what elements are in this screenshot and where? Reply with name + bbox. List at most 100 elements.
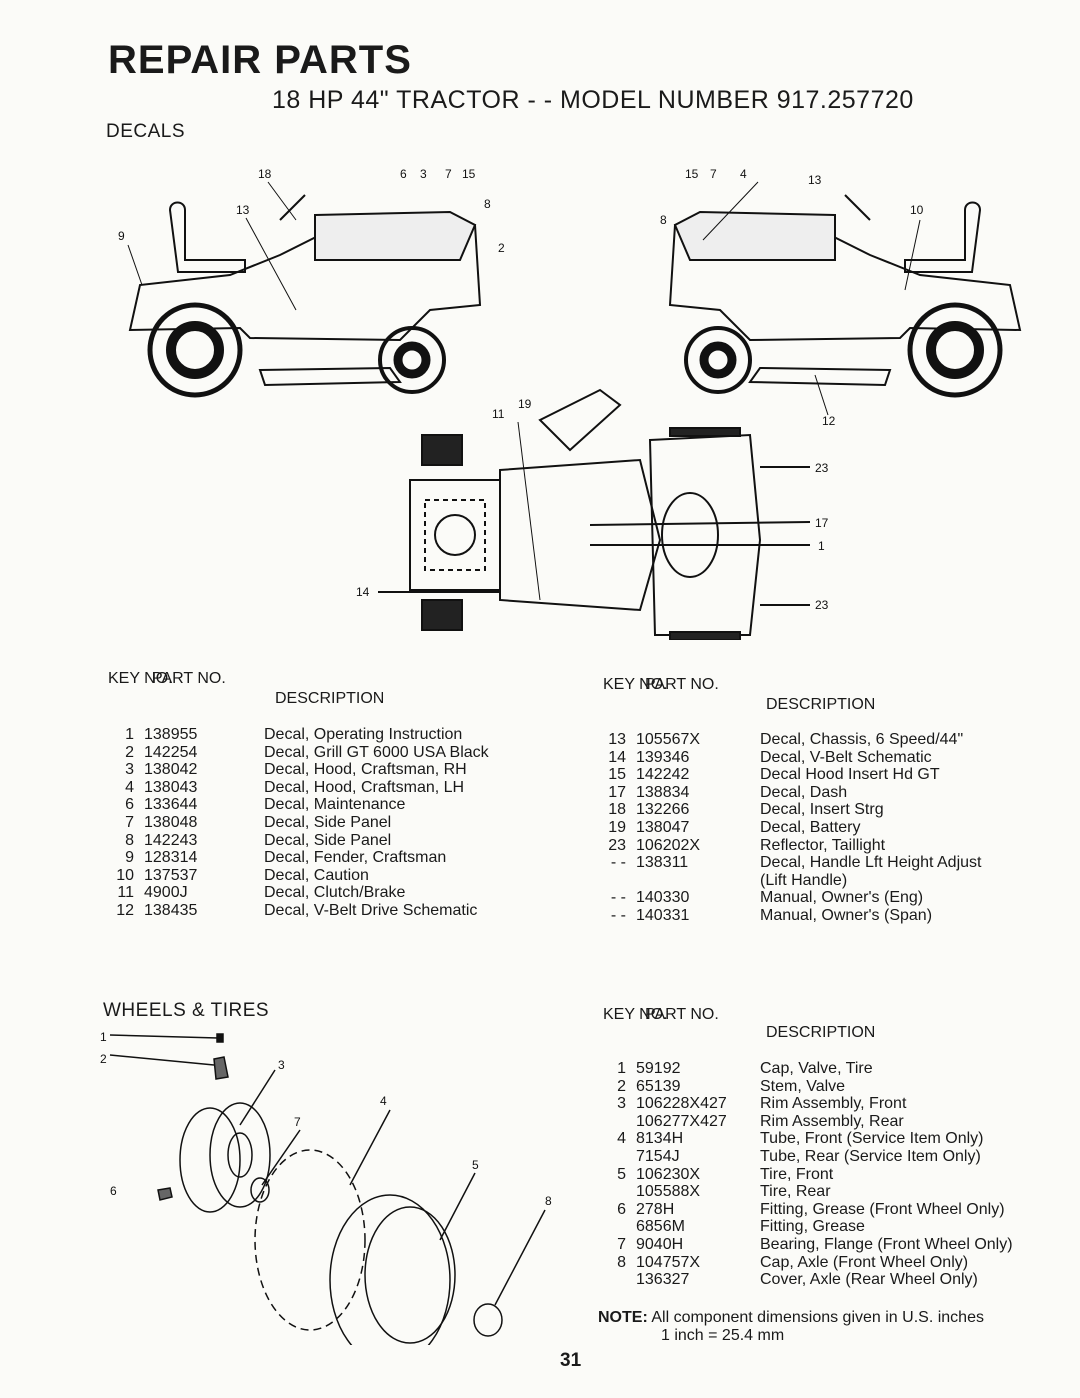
description-cell: Tire, Rear bbox=[760, 1183, 831, 1201]
description-cell: Decal Hood Insert Hd GT bbox=[760, 766, 940, 784]
callout-label: 1 bbox=[818, 539, 825, 553]
key-cell: 1 bbox=[125, 726, 134, 743]
key-cell: - - bbox=[610, 889, 626, 907]
key-cell bbox=[600, 1183, 636, 1201]
wheels-description-header: DESCRIPTION bbox=[766, 1024, 876, 1041]
callout-label: 8 bbox=[545, 1194, 552, 1208]
key-cell bbox=[600, 872, 636, 890]
wheels-section-title: WHEELS & TIRES bbox=[103, 1000, 270, 1021]
part-cell: 4900J bbox=[144, 884, 188, 902]
description-cell: Rim Assembly, Rear bbox=[760, 1112, 904, 1130]
description-cell: Decal, Dash bbox=[760, 783, 848, 801]
key-cell: 2 bbox=[125, 743, 134, 761]
part-cell: 138047 bbox=[636, 818, 690, 836]
key-cell: - - bbox=[610, 854, 626, 872]
description-cell: Decal, Hood, Craftsman, LH bbox=[264, 778, 465, 796]
table-row: 2 142254 Decal, Grill GT 6000 USA Black bbox=[108, 744, 489, 762]
callout-label: 12 bbox=[822, 414, 836, 428]
key-cell: 13 bbox=[608, 731, 626, 748]
key-cell: - - bbox=[610, 906, 626, 924]
part-cell: 142254 bbox=[144, 743, 198, 761]
part-cell: 7154J bbox=[636, 1147, 680, 1165]
description-cell: Decal, Clutch/Brake bbox=[264, 884, 406, 902]
part-cell: 138048 bbox=[144, 813, 198, 831]
callout-label: 14 bbox=[356, 585, 370, 599]
decals-diagram: 18 6 3 7 15 13 9 8 2 15 7 4 13 8 10 11 1… bbox=[118, 167, 1022, 640]
description-cell: Cover, Axle (Rear Wheel Only) bbox=[760, 1271, 978, 1289]
description-cell: Decal, Handle Lft Height Adjust bbox=[760, 854, 982, 872]
right-description-header: DESCRIPTION bbox=[766, 696, 876, 713]
callout-label: 15 bbox=[685, 167, 699, 181]
part-cell: 142242 bbox=[636, 766, 690, 784]
part-cell: 138955 bbox=[144, 726, 198, 743]
callout-label: 13 bbox=[808, 173, 822, 187]
right-part-header: PART NO. bbox=[645, 676, 719, 693]
part-cell: 105588X bbox=[636, 1183, 701, 1201]
part-cell: 106228X427 bbox=[636, 1095, 727, 1113]
callout-label: 4 bbox=[740, 167, 747, 181]
part-cell: 138435 bbox=[144, 901, 198, 919]
key-cell: 23 bbox=[608, 836, 626, 854]
callout-label: 4 bbox=[380, 1094, 387, 1108]
key-cell: 12 bbox=[116, 901, 134, 919]
key-cell: 17 bbox=[608, 783, 626, 801]
key-cell: 1 bbox=[617, 1060, 626, 1077]
table-row: 6856M Fitting, Grease bbox=[600, 1218, 1013, 1236]
description-cell: Decal, Grill GT 6000 USA Black bbox=[264, 743, 489, 761]
description-cell: Stem, Valve bbox=[760, 1077, 846, 1095]
callout-label: 7 bbox=[710, 167, 717, 181]
note-label: NOTE: bbox=[598, 1309, 648, 1326]
description-cell: Fitting, Grease (Front Wheel Only) bbox=[760, 1200, 1005, 1218]
description-cell: Decal, Insert Strg bbox=[760, 801, 884, 819]
part-cell: 104757X bbox=[636, 1253, 701, 1271]
front-rim bbox=[179, 1107, 241, 1213]
wheels-callouts: 1 2 3 4 7 5 6 8 bbox=[100, 1030, 552, 1208]
part-cell: 142243 bbox=[144, 831, 198, 849]
part-cell: 105567X bbox=[636, 731, 701, 748]
key-cell bbox=[600, 1271, 636, 1289]
part-cell: 6856M bbox=[636, 1218, 685, 1236]
decals-section-title: DECALS bbox=[106, 121, 186, 142]
description-cell: Fitting, Grease bbox=[760, 1218, 865, 1236]
left-description-header: DESCRIPTION bbox=[275, 690, 385, 707]
description-cell: Decal, Hood, Craftsman, RH bbox=[264, 761, 467, 779]
description-cell: Decal, Maintenance bbox=[264, 796, 406, 814]
callout-label: 11 bbox=[492, 407, 505, 421]
key-cell: 19 bbox=[608, 818, 626, 836]
part-cell: 128314 bbox=[144, 849, 198, 867]
tractor-right-side-view bbox=[668, 194, 1022, 398]
wheels-part-header: PART NO. bbox=[645, 1006, 719, 1023]
description-cell: Decal, V-Belt Schematic bbox=[760, 748, 932, 766]
part-cell: 138043 bbox=[144, 778, 198, 796]
key-cell: 15 bbox=[608, 766, 626, 784]
key-cell: 6 bbox=[125, 796, 134, 814]
callout-label: 1 bbox=[100, 1030, 107, 1044]
callout-label: 9 bbox=[118, 229, 125, 243]
callout-label: 10 bbox=[910, 203, 924, 217]
key-cell bbox=[600, 1148, 636, 1166]
description-cell: Rim Assembly, Front bbox=[760, 1095, 907, 1113]
page-subtitle: 18 HP 44" TRACTOR - - MODEL NUMBER 917.2… bbox=[272, 86, 914, 114]
description-cell: Decal, Caution bbox=[264, 866, 369, 884]
left-table-header: KEY NO. bbox=[108, 670, 173, 687]
key-cell: 4 bbox=[617, 1130, 626, 1148]
key-cell: 9 bbox=[125, 849, 134, 867]
note: NOTE: All component dimensions given in … bbox=[598, 1309, 984, 1327]
table-row: 105588X Tire, Rear bbox=[600, 1183, 1013, 1201]
callout-label: 15 bbox=[462, 167, 476, 181]
